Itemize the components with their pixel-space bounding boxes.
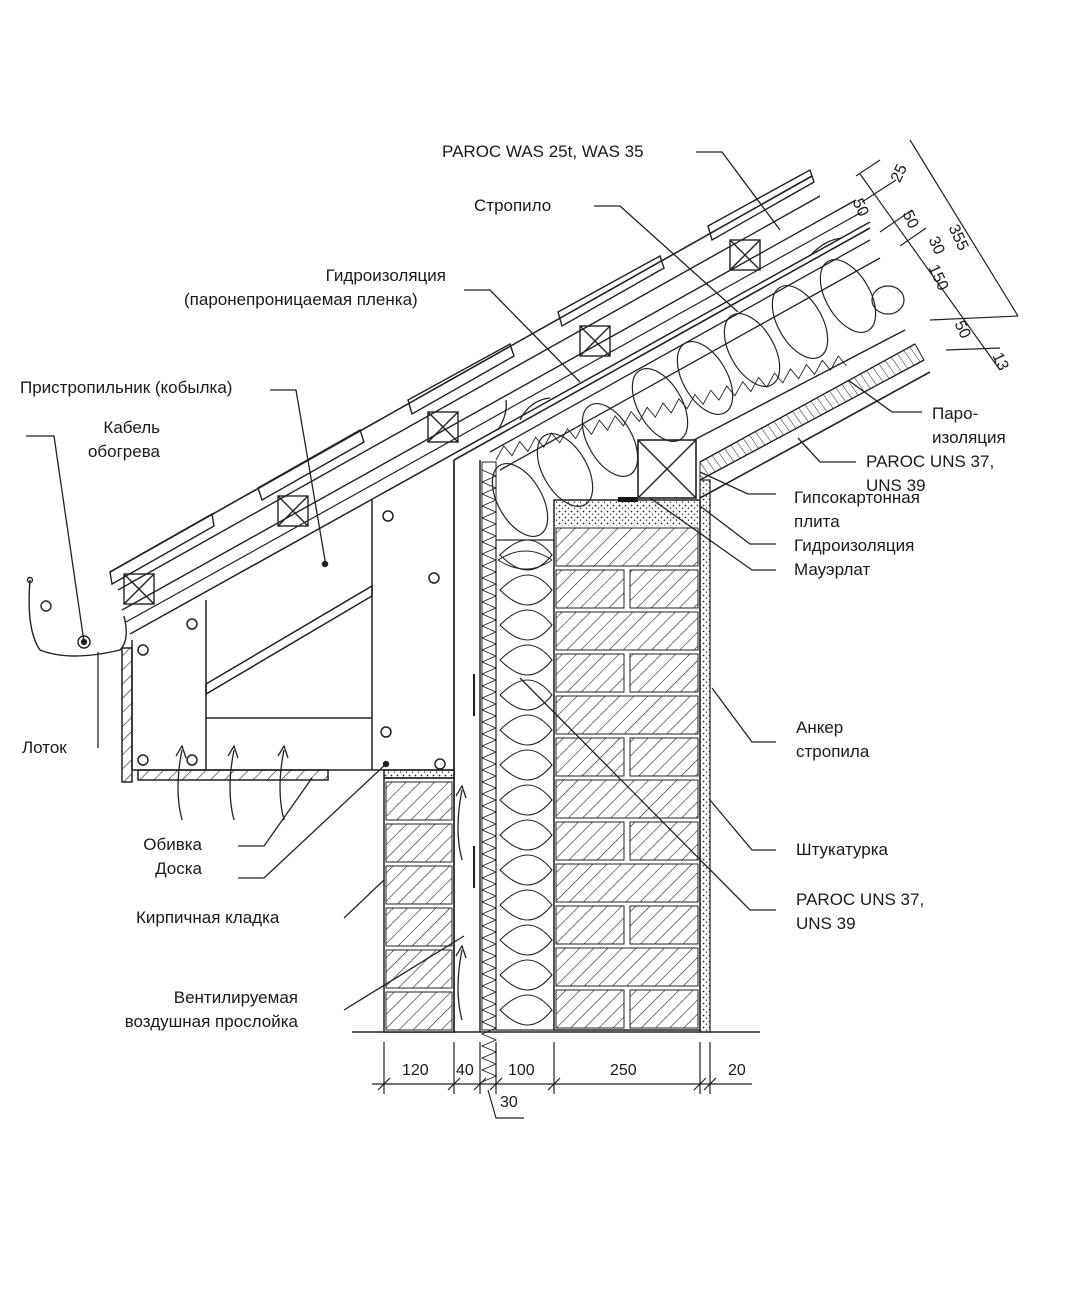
label-waterproof-film-2: (паронепроницаемая пленка) [184,290,418,309]
dim-air-gap: 40 [456,1062,474,1079]
wind-membrane [480,461,498,1083]
label-vapour-2: изоляция [932,428,1006,447]
label-rafter-extension: Пристропильник (кобылка) [20,378,233,397]
label-paroc-uns-roof-1: PAROC UNS 37, [866,452,995,471]
label-plaster: Штукатурка [796,840,888,859]
dim-plaster: 20 [728,1062,746,1079]
label-plasterboard-1: Гипсокартонная [794,488,920,507]
label-vapour-1: Паро- [932,404,979,423]
bottom-dimension-chain [372,1042,752,1119]
dim-wall-insulation: 100 [508,1062,535,1079]
label-waterproof-film-1: Гидроизоляция [325,266,446,285]
wallplate-beam [618,439,697,502]
label-paroc-uns-roof-2: UNS 39 [866,476,926,495]
inner-brick-wall [553,499,701,1031]
outer-brick-wall [383,777,455,1033]
dim-outer-brick: 120 [402,1062,429,1079]
label-paroc-was: PAROC WAS 25t, WAS 35 [442,142,644,161]
label-air-gap-2: воздушная прослойка [124,1012,298,1031]
label-soffit-1: Обивка [143,835,202,854]
roof-assembly [109,168,931,635]
leader-lines [26,151,922,1011]
airflow-arrows [175,399,507,1021]
label-rafter: Стропило [474,196,552,215]
label-brickwork: Кирпичная кладка [136,908,280,927]
label-air-gap-1: Вентилируемая [173,988,298,1007]
label-soffit-2: Доска [155,859,202,878]
label-plasterboard-2: плита [794,512,840,531]
interior-plaster [699,479,711,1033]
gutter [26,576,127,657]
label-waterproofing: Гидроизоляция [794,536,915,555]
label-heating-cable-1: Кабель [103,418,160,437]
label-anchor-2: стропила [796,742,870,761]
dim-inner-brick: 250 [610,1062,637,1079]
eave-soffit [121,460,455,783]
label-paroc-uns-wall-1: PAROC UNS 37, [796,890,925,909]
dim-membrane: 30 [500,1094,518,1111]
label-gutter: Лоток [22,738,67,757]
label-wallplate: Мауэрлат [794,560,871,579]
label-paroc-uns-wall-2: UNS 39 [796,914,856,933]
roof-dimension-chain [855,139,1019,371]
label-heating-cable-2: обогрева [87,442,160,461]
wall-insulation [495,539,555,1031]
label-anchor-1: Анкер [796,718,844,737]
